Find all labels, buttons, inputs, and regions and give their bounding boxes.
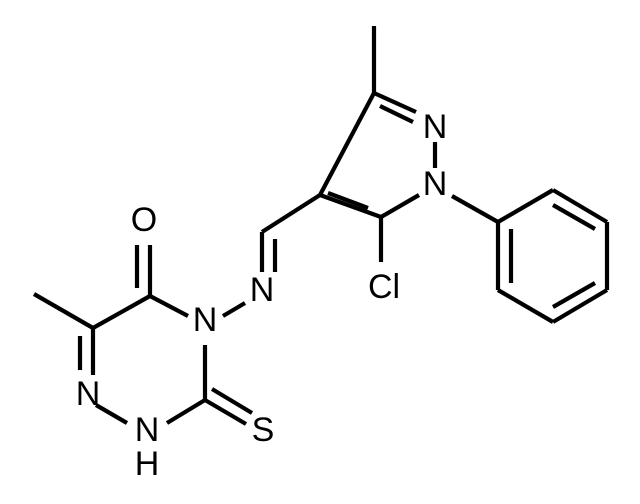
atom-n-hydrazone: N <box>250 271 275 309</box>
atom-n4-triazine: N <box>193 301 218 339</box>
bond-c3p-n2p <box>373 91 417 114</box>
bond-c5p-c4-double <box>327 191 369 210</box>
bond-n1p-phenyl <box>450 194 500 224</box>
bond-c5-c6 <box>91 294 152 330</box>
bond-ph-inner-2 <box>551 281 597 309</box>
bond-ph-5 <box>496 288 555 324</box>
bond-c3p-n2p-double <box>379 104 414 124</box>
bond-c6-methyl <box>32 292 95 330</box>
bond-ch-c4 <box>260 193 322 234</box>
bond-c5p-c4 <box>319 193 382 219</box>
atom-n2-pyrazole: N <box>423 108 448 146</box>
bond-n1-n2 <box>94 403 129 425</box>
atom-n1-pyrazole: N <box>423 165 448 203</box>
bond-n4-c5 <box>149 294 189 318</box>
atom-sulfur: S <box>252 411 275 449</box>
bond-n2-c3 <box>165 398 207 425</box>
bonds <box>32 26 610 426</box>
atom-chlorine: Cl <box>368 268 400 306</box>
bond-n4-n-hydrazone <box>221 301 247 318</box>
atom-hydrogen: H <box>135 445 160 483</box>
bond-c3-s <box>203 398 248 426</box>
atom-n1-triazine: N <box>76 375 101 413</box>
bond-c3-s-double <box>210 387 254 415</box>
bond-ph-inner-1 <box>551 203 597 231</box>
bond-c4-c3p <box>318 92 376 196</box>
bond-ph-4 <box>551 288 609 324</box>
bond-n1p-c5p <box>379 193 421 219</box>
atom-oxygen: O <box>131 201 157 239</box>
bond-ph-1 <box>496 188 555 224</box>
atoms: O N N N N H S N N Cl <box>76 108 448 483</box>
bond-ph-2 <box>551 188 609 224</box>
atom-n2-triazine: N <box>135 411 160 449</box>
